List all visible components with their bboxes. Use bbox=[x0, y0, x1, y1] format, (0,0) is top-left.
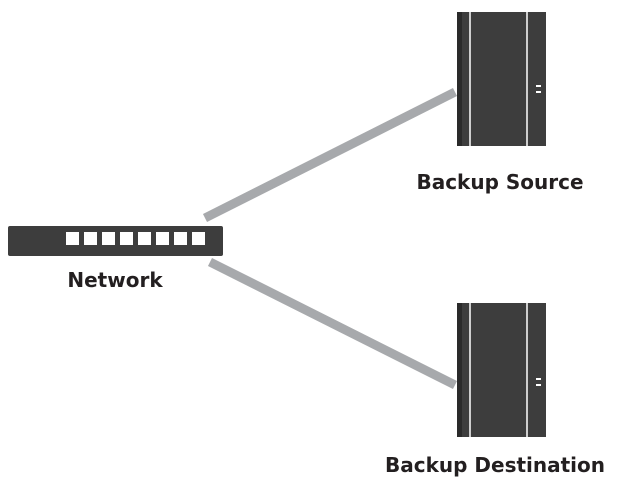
backup-source-server-icon bbox=[457, 12, 546, 146]
backup-destination-server-icon bbox=[457, 303, 546, 437]
switch-port bbox=[120, 232, 133, 245]
switch-port bbox=[84, 232, 97, 245]
switch-port bbox=[102, 232, 115, 245]
backup-destination-label: Backup Destination bbox=[384, 453, 606, 477]
switch-port bbox=[174, 232, 187, 245]
network-switch-icon bbox=[8, 226, 223, 256]
connection-line-network-to-source bbox=[202, 87, 458, 223]
backup-source-label: Backup Source bbox=[416, 170, 584, 194]
network-label: Network bbox=[67, 268, 163, 292]
switch-port bbox=[66, 232, 79, 245]
connection-line-network-to-destination bbox=[207, 257, 458, 390]
switch-port bbox=[156, 232, 169, 245]
switch-port bbox=[138, 232, 151, 245]
switch-port bbox=[192, 232, 205, 245]
